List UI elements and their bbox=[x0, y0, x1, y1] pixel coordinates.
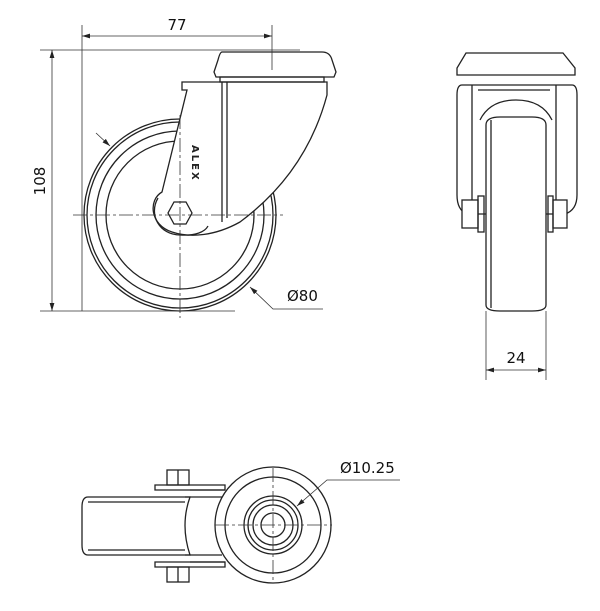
left-nut bbox=[461, 199, 479, 229]
height-dimension: 108 bbox=[31, 167, 49, 196]
bore-diameter-dimension: Ø10.25 bbox=[340, 459, 395, 477]
logo-text: ALEX bbox=[189, 145, 200, 182]
side-view: 24 bbox=[456, 52, 578, 380]
front-view: ALEX 77 108 Ø80 bbox=[31, 16, 337, 318]
top-plate bbox=[213, 51, 337, 78]
right-nut bbox=[552, 199, 568, 229]
fork-body bbox=[81, 496, 191, 556]
bottom-view: Ø10.25 bbox=[81, 459, 400, 584]
wheel-width-dimension: 24 bbox=[506, 349, 525, 367]
width-dimension: 77 bbox=[167, 16, 186, 34]
wheel-diameter-dimension: Ø80 bbox=[287, 287, 318, 305]
side-wheel bbox=[485, 116, 547, 312]
fork-bracket bbox=[152, 81, 328, 236]
